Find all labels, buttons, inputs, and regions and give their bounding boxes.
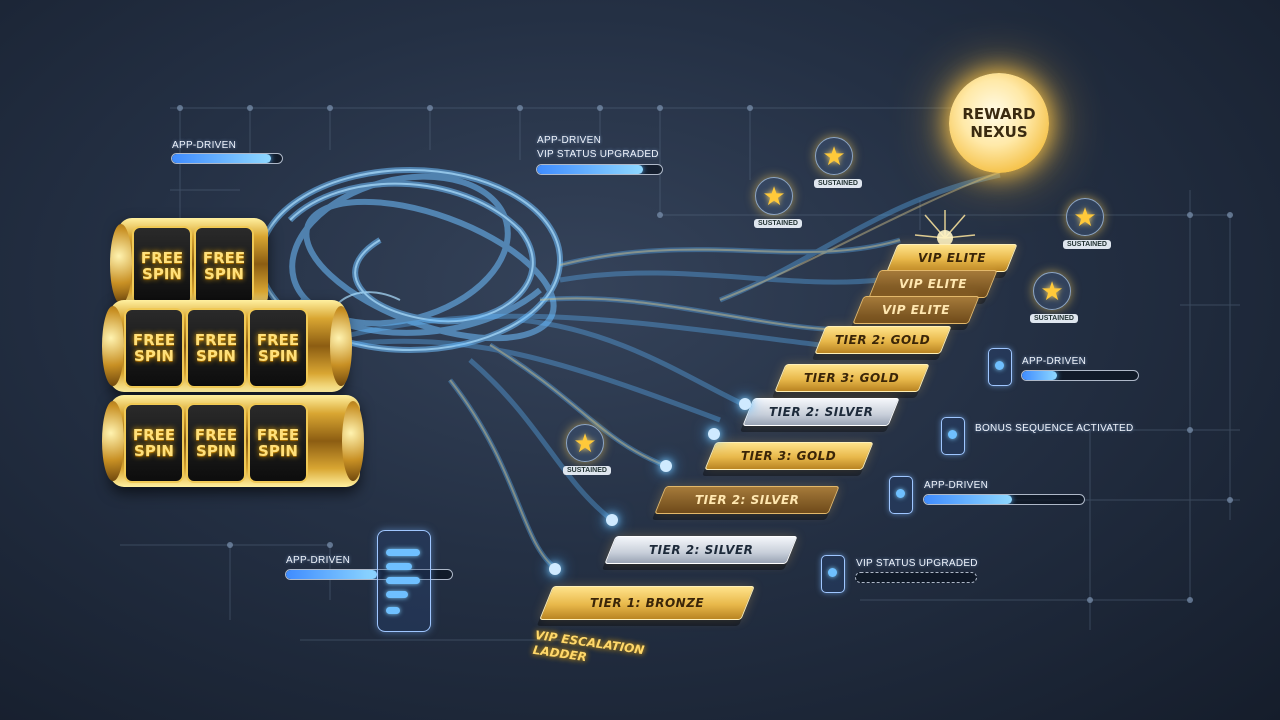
ladder-step: TIER 2: SILVER — [742, 398, 900, 426]
progress-bar — [1021, 370, 1139, 381]
ladder-step: TIER 3: GOLD — [774, 364, 930, 392]
star-icon: ★ — [566, 424, 604, 462]
ladder-step-label: TIER 2: SILVER — [768, 405, 874, 419]
ladder-step-label: VIP ELITE — [918, 251, 986, 265]
sustained-badge: ★ SUSTAINED — [754, 177, 802, 228]
phone-icon — [988, 348, 1012, 386]
ladder-step: VIP ELITE — [852, 296, 980, 324]
star-icon: ★ — [1033, 272, 1071, 310]
status-label: VIP STATUS UPGRADED — [856, 558, 978, 569]
progress-bar — [855, 572, 977, 583]
ladder-step-label: TIER 3: GOLD — [741, 449, 837, 463]
ladder-step: TIER 2: SILVER — [654, 486, 840, 514]
status-label: VIP STATUS UPGRADED — [537, 149, 659, 160]
status-label: APP-DRIVEN — [286, 555, 351, 566]
star-icon: ★ — [815, 137, 853, 175]
ladder-step-label: TIER 1: BRONZE — [589, 596, 705, 610]
ladder-step-label: TIER 2: SILVER — [648, 543, 754, 557]
sustained-badge: ★ SUSTAINED — [563, 424, 611, 475]
status-label: APP-DRIVEN — [1022, 356, 1087, 367]
ladder-step: VIP ELITE — [886, 244, 1018, 272]
ladder-step: VIP ELITE — [868, 270, 998, 298]
status-label: BONUS SEQUENCE ACTIVATED — [975, 423, 1134, 434]
connector-node — [708, 428, 720, 440]
tablet-icon — [377, 530, 431, 632]
phone-icon — [889, 476, 913, 514]
star-icon: ★ — [1066, 198, 1104, 236]
progress-fill — [1022, 371, 1057, 380]
status-label: APP-DRIVEN — [924, 480, 989, 491]
progress-fill — [537, 165, 644, 174]
progress-bar — [285, 569, 453, 580]
ladder-step-label: TIER 2: SILVER — [694, 493, 800, 507]
star-icon: ★ — [755, 177, 793, 215]
progress-fill — [172, 154, 271, 163]
progress-fill — [286, 570, 378, 579]
connector-node — [606, 514, 618, 526]
ladder-step-label: VIP ELITE — [899, 277, 967, 291]
ladder-step-label: TIER 2: GOLD — [835, 333, 931, 347]
progress-bar — [536, 164, 663, 175]
progress-bar — [923, 494, 1085, 505]
ladder-step-label: VIP ELITE — [882, 303, 950, 317]
ladder-step: TIER 1: BRONZE — [539, 586, 755, 620]
status-label: APP-DRIVEN — [537, 135, 602, 146]
connector-node — [660, 460, 672, 472]
ladder-step: TIER 3: GOLD — [704, 442, 874, 470]
phone-icon — [941, 417, 965, 455]
sustained-badge: ★ SUSTAINED — [814, 137, 862, 188]
sustained-badge: ★ SUSTAINED — [1063, 198, 1111, 249]
sustained-badge: ★ SUSTAINED — [1030, 272, 1078, 323]
connector-node — [549, 563, 561, 575]
phone-icon — [821, 555, 845, 593]
connector-node — [739, 398, 751, 410]
ladder-step: TIER 2: SILVER — [604, 536, 798, 564]
status-label: APP-DRIVEN — [172, 140, 237, 151]
progress-bar — [171, 153, 283, 164]
ladder-step: TIER 2: GOLD — [814, 326, 952, 354]
progress-fill — [924, 495, 1012, 504]
ladder-step-label: TIER 3: GOLD — [804, 371, 900, 385]
